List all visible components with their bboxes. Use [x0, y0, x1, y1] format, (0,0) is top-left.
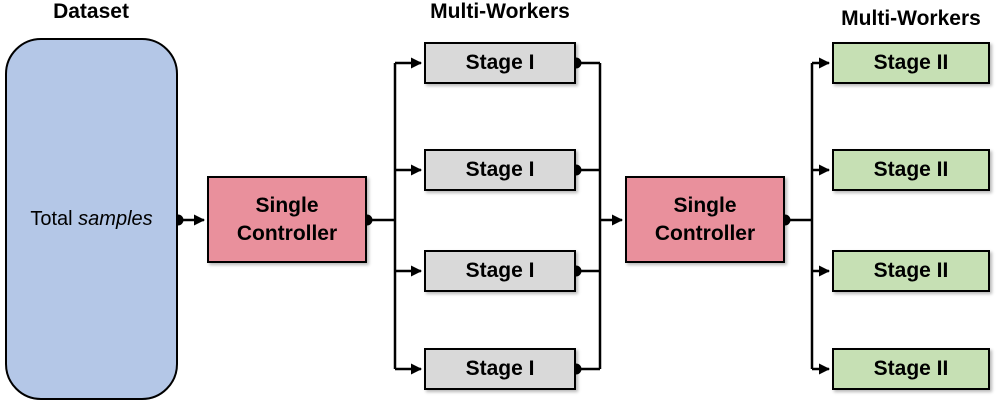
- single-controller-2: Single Controller: [625, 176, 785, 263]
- stage1-worker-1: Stage I: [424, 42, 576, 84]
- stage2-worker-3: Stage II: [832, 250, 990, 292]
- dataset-label-italic: samples: [78, 207, 153, 230]
- stage2-worker-2: Stage II: [832, 149, 990, 191]
- stage1-worker-4: Stage I: [424, 348, 576, 390]
- stage2-multi-workers-header: Multi-Workers: [841, 7, 981, 30]
- dataset-label-regular: Total: [30, 207, 73, 230]
- dataset-label: Total samples: [30, 208, 152, 231]
- stage1-worker-2: Stage I: [424, 149, 576, 191]
- stage1-multi-workers-header: Multi-Workers: [430, 0, 570, 23]
- stage2-worker-4: Stage II: [832, 348, 990, 390]
- single-controller-1: Single Controller: [207, 176, 367, 263]
- dataset-header: Dataset: [53, 0, 129, 23]
- stage2-worker-1: Stage II: [832, 42, 990, 84]
- dataset-box: Total samples: [5, 38, 178, 400]
- stage1-worker-3: Stage I: [424, 250, 576, 292]
